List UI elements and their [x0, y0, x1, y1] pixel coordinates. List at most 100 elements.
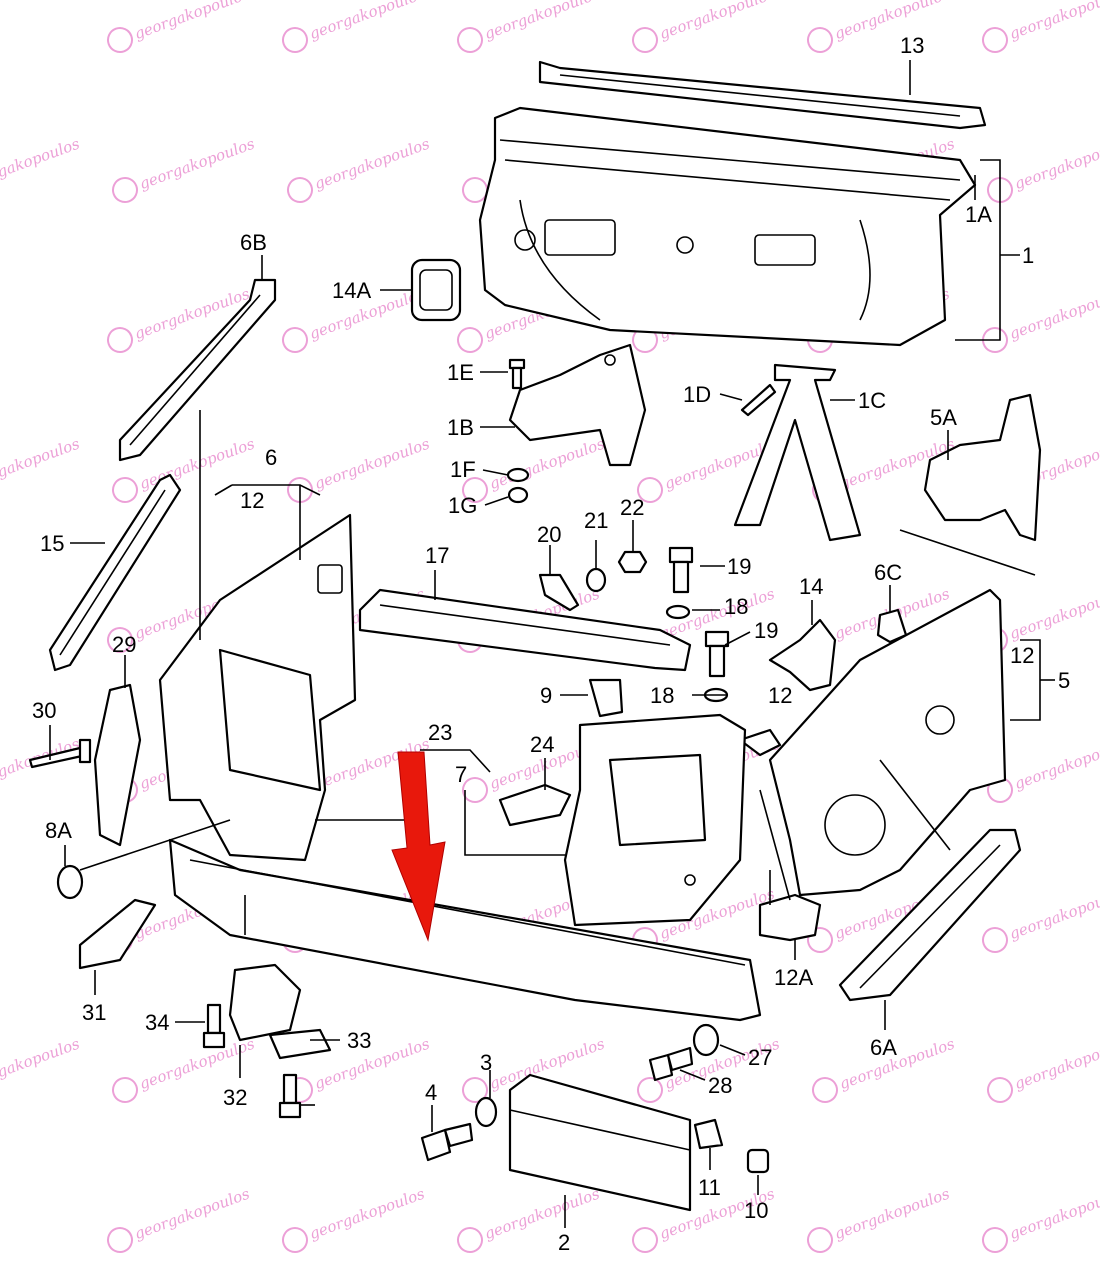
- part-strut-6b: [118, 278, 277, 462]
- watermark: georgakopoulos: [107, 0, 252, 53]
- watermark-logo: [282, 1227, 308, 1253]
- part-bolt-28: [648, 1046, 694, 1082]
- watermark: georgakopoulos: [982, 885, 1100, 953]
- watermark-text: georgakopoulos: [482, 0, 602, 43]
- watermark-logo: [982, 1227, 1008, 1253]
- watermark-logo: [112, 1077, 138, 1103]
- watermark-text: georgakopoulos: [1012, 735, 1100, 793]
- watermark-logo: [457, 27, 483, 54]
- watermark-text: georgakopoulos: [0, 435, 82, 493]
- callout-12a: 12A: [774, 965, 813, 990]
- watermark: georgakopoulos: [0, 435, 82, 493]
- part-strut-6a: [838, 828, 1022, 1002]
- callout-6: 6: [265, 445, 277, 470]
- callout-5: 5: [1058, 668, 1070, 693]
- callout-5a: 5A: [930, 405, 957, 430]
- part-plate-33: [268, 1028, 332, 1060]
- callout-32: 32: [223, 1085, 247, 1110]
- callout-15: 15: [40, 531, 64, 556]
- watermark: georgakopoulos: [112, 135, 257, 203]
- callout-24: 24: [530, 732, 554, 757]
- watermark: georgakopoulos: [982, 285, 1100, 353]
- watermark-text: georgakopoulos: [1007, 285, 1100, 343]
- watermark: georgakopoulos: [287, 135, 432, 203]
- watermark: georgakopoulos: [457, 1185, 602, 1253]
- watermark: georgakopoulos: [0, 735, 82, 793]
- watermark-logo: [982, 27, 1008, 53]
- watermark-logo: [457, 1227, 483, 1253]
- watermark-text: georgakopoulos: [0, 135, 82, 193]
- part-washer-1f: [506, 467, 530, 483]
- watermark-logo: [812, 1077, 838, 1103]
- watermark-logo: [287, 477, 313, 503]
- watermark-text: georgakopoulos: [1007, 0, 1100, 43]
- callout-11: 11: [698, 1175, 721, 1200]
- watermark-logo: [637, 1077, 663, 1103]
- watermark: georgakopoulos: [282, 0, 427, 53]
- watermark-text: georgakopoulos: [1007, 585, 1100, 643]
- watermark-logo: [982, 327, 1008, 353]
- watermark-text: georgakopoulos: [1007, 885, 1100, 943]
- watermark: georgakopoulos: [462, 435, 607, 503]
- callout-1g: 1G: [448, 493, 477, 518]
- watermark-text: georgakopoulos: [837, 1035, 957, 1093]
- part-side-bracket-29: [93, 683, 142, 847]
- part-cross-member-17: [358, 588, 692, 672]
- part-strut-15: [48, 473, 182, 672]
- callout-12-right: 12: [768, 683, 792, 708]
- watermark-text: georgakopoulos: [312, 435, 432, 493]
- watermark-logo: [807, 27, 833, 53]
- leader-lines: [49, 60, 1055, 1228]
- watermark-logo: [107, 627, 133, 653]
- callout-13: 13: [900, 33, 924, 58]
- callout-33: 33: [347, 1028, 371, 1053]
- callout-27: 27: [748, 1045, 772, 1070]
- part-screw-30: [28, 738, 92, 769]
- callout-6a: 6A: [870, 1035, 897, 1060]
- watermark-logo: [462, 177, 488, 203]
- watermark-text: georgakopoulos: [487, 435, 607, 493]
- part-bracket-31: [78, 898, 157, 970]
- part-bracket-1b: [508, 343, 647, 467]
- watermark-text: georgakopoulos: [657, 0, 777, 43]
- part-firewall: [478, 106, 977, 347]
- callout-9: 9: [540, 683, 552, 708]
- watermark-logo: [987, 177, 1013, 204]
- part-left-support-6: [158, 513, 357, 862]
- watermark-text: georgakopoulos: [482, 1185, 602, 1243]
- watermark-text: georgakopoulos: [137, 135, 257, 193]
- callout-14: 14: [799, 574, 823, 599]
- part-bolt-34b: [278, 1073, 302, 1119]
- part-bracket-12: [738, 728, 782, 757]
- callout-23: 23: [428, 720, 452, 745]
- part-washer-21: [585, 567, 607, 593]
- callout-labels: 13 1A 1 14A 6B 1E 1D 1C 1B 5A 1F 1G 6 12…: [32, 33, 1070, 1255]
- part-bolt-4: [420, 1122, 474, 1162]
- callout-21: 21: [584, 508, 608, 533]
- callout-31: 31: [82, 1000, 106, 1025]
- watermark-logo: [987, 1077, 1013, 1103]
- part-support-stand: [733, 363, 862, 542]
- part-clip-8a: [56, 864, 84, 900]
- callout-17: 17: [425, 543, 449, 568]
- watermark-text: georgakopoulos: [312, 1035, 432, 1093]
- part-bumper-beam-23: [168, 838, 762, 1022]
- watermark-text: georgakopoulos: [1012, 135, 1100, 193]
- watermark-text: georgakopoulos: [1007, 1185, 1100, 1243]
- part-bracket-12a: [758, 893, 822, 942]
- watermark-logo: [107, 327, 133, 353]
- callout-34-upper: 34: [145, 1010, 169, 1035]
- watermark-text: georgakopoulos: [832, 0, 952, 43]
- part-bolt-19a: [668, 546, 694, 594]
- watermark-text: georgakopoulos: [312, 135, 432, 193]
- watermark-logo: [462, 777, 488, 803]
- callout-12-left: 12: [240, 488, 264, 513]
- callout-28: 28: [708, 1073, 732, 1098]
- part-bracket-32: [228, 963, 302, 1042]
- callout-2: 2: [558, 1230, 570, 1255]
- part-bolt-19b: [704, 630, 730, 678]
- callout-3: 3: [480, 1050, 492, 1075]
- watermark: georgakopoulos: [982, 0, 1100, 53]
- part-latch-20: [538, 573, 580, 612]
